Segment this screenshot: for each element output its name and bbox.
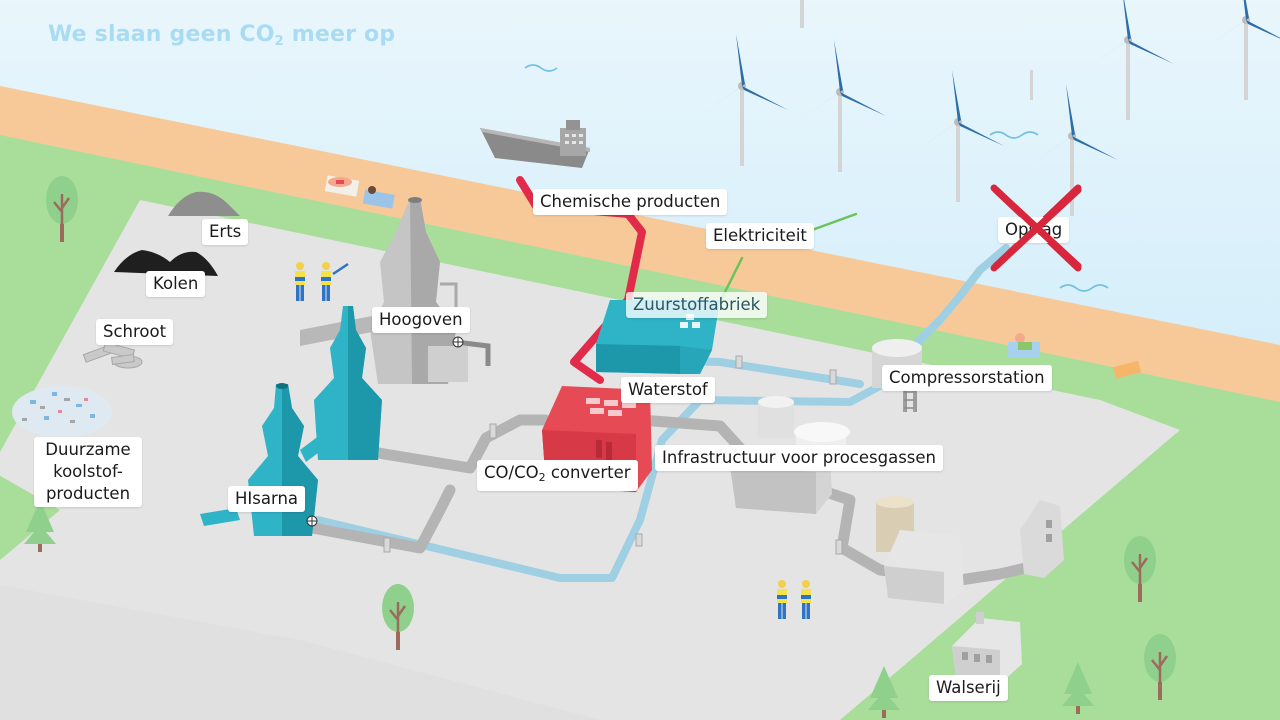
wind-turbine-icon — [800, 0, 1033, 100]
label-duurzame-koolstofproducten: Duurzame koolstof-producten — [34, 437, 142, 507]
label-hisarna: HIsarna — [228, 486, 306, 512]
label-hoogoven: Hoogoven — [372, 307, 470, 333]
ship-icon — [480, 120, 590, 168]
coal-pile-icon — [114, 250, 218, 276]
label-elektriciteit: Elektriciteit — [706, 223, 814, 249]
page-title: We slaan geen CO2 meer op — [48, 22, 396, 49]
label-infrastructuur-procesgassen: Infrastructuur voor procesgassen — [655, 445, 943, 471]
label-opslag: Opslag — [998, 217, 1070, 243]
label-erts: Erts — [202, 219, 249, 245]
scrap-pile-icon — [82, 341, 143, 369]
rolling-mill-icon — [952, 612, 1022, 684]
label-walserij: Walserij — [929, 675, 1008, 701]
blast-furnace-icon — [300, 197, 491, 384]
label-waterstof: Waterstof — [621, 377, 715, 403]
factory-hall-icon — [884, 500, 1064, 604]
recycled-carbon-pile-icon — [12, 386, 112, 438]
beach-people-icon — [324, 175, 1142, 379]
ore-pile-icon — [168, 191, 240, 216]
valve-icon — [306, 515, 318, 527]
label-chemische-producten: Chemische producten — [533, 189, 728, 215]
oxygen-plant-icon — [596, 300, 720, 374]
worker-icon — [295, 262, 811, 619]
ladder-icon — [903, 384, 915, 412]
valve-icon — [452, 336, 464, 348]
label-kolen: Kolen — [146, 271, 206, 297]
label-schroot: Schroot — [96, 319, 174, 345]
sea-waves — [524, 64, 1109, 292]
label-co-converter: CO/CO2 converter — [477, 460, 638, 491]
label-zuurstoffabriek: Zuurstoffabriek — [626, 292, 768, 318]
label-compressorstation: Compressorstation — [882, 365, 1052, 391]
